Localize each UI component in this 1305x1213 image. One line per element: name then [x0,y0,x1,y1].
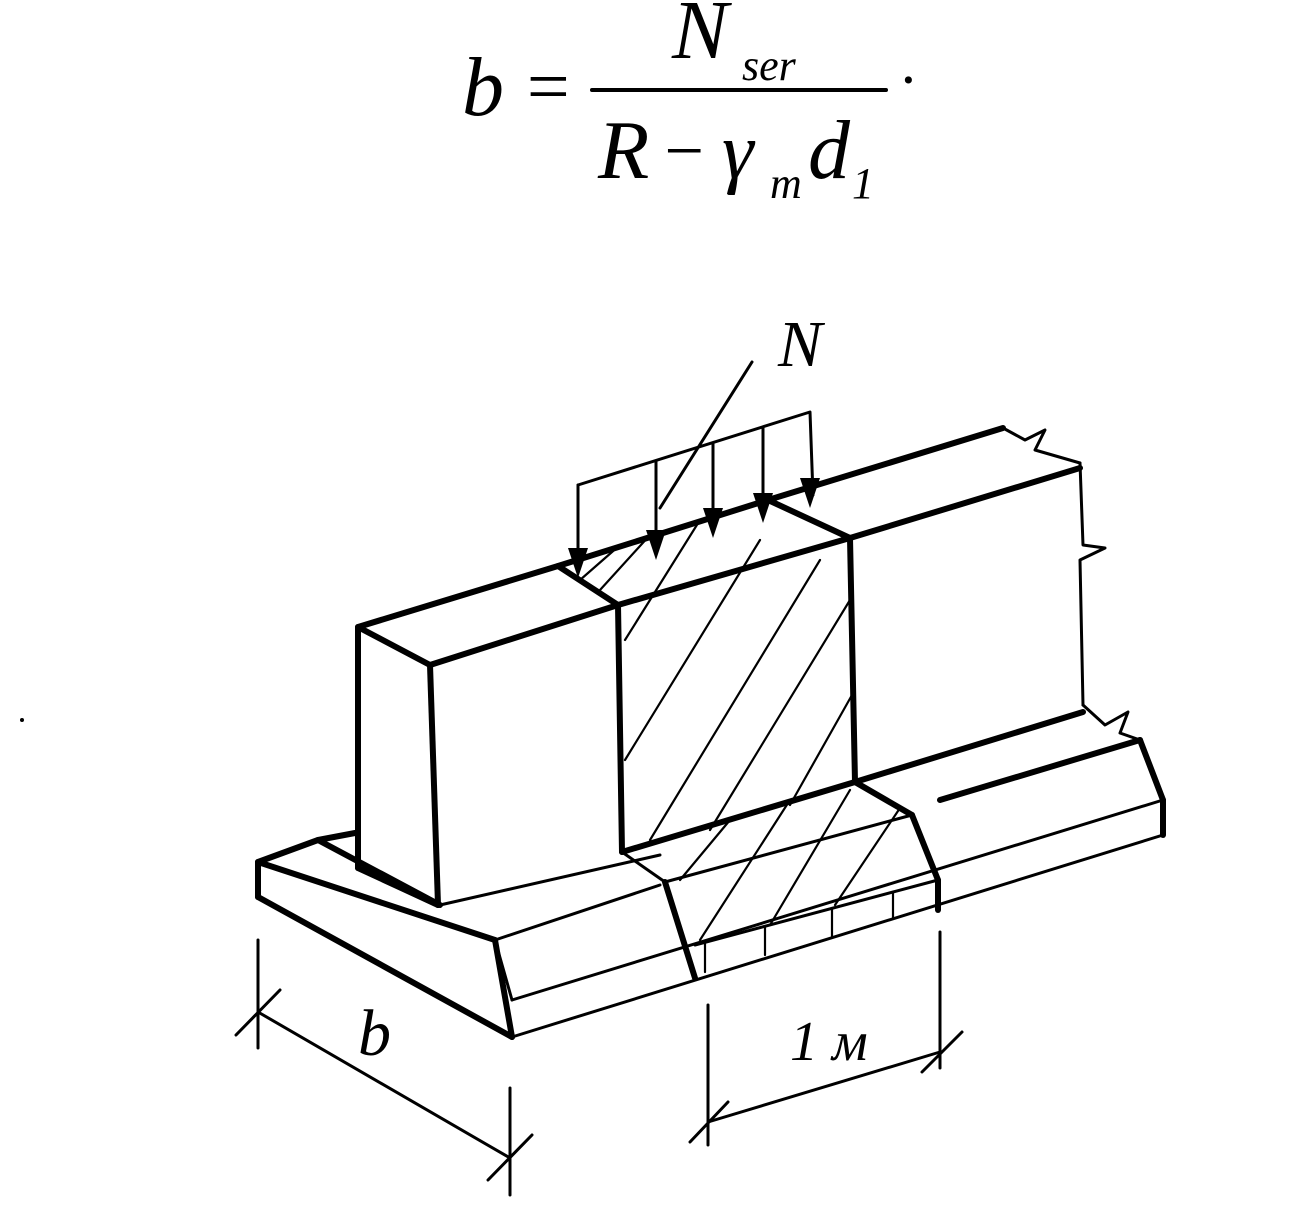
section-foot-mid [663,813,914,884]
hatch-9 [768,788,852,927]
load-leader [658,360,754,510]
formula-lhs: b [462,41,504,134]
dimension-1m: 1 м [688,930,964,1147]
dim-1m-line [706,1050,942,1124]
foundation-slab [255,737,1166,1040]
wall-left-base [355,865,441,908]
load-arrowhead-1 [568,548,588,578]
hatch-10 [833,806,902,907]
wall-right-top-back [765,425,1006,503]
dim-1m-tick-right [920,1030,964,1074]
hatch-8 [698,798,792,942]
formula-gamma: γ [722,108,756,196]
slab-left-bottom [255,894,515,1040]
formula-d-sub: 1 [852,159,874,208]
formula-equals: = [522,45,573,129]
slab-top-edge [255,830,358,865]
formula-dot: · [900,47,915,113]
load-arrowhead-3 [703,508,723,538]
slab-back-top [937,737,1143,803]
load-arrowhead-2 [646,530,666,560]
load-arrowhead-4 [753,493,773,523]
wall-right-break-top [1001,426,1082,465]
hatch-6 [708,598,852,832]
stray-dot [20,718,24,722]
wall-right-base [852,709,1086,785]
wall-right-break-bottom [1081,703,1142,742]
formula-minus: − [660,113,707,190]
section-bottom [619,779,858,855]
formula-denominator-R: R [597,104,649,197]
wall-right-break-side [1078,461,1107,707]
slab-right-bevel [1137,737,1166,803]
formula-numerator: N [671,0,732,77]
dim-b-label: b [358,997,391,1070]
dim-b-tick-right [486,1133,534,1182]
section-foot-bevel-right [909,812,941,883]
hatch-11 [678,818,732,882]
hatch-3 [623,518,702,642]
hatch-5 [648,558,822,842]
slab-front-top-edge [493,883,662,942]
slab-left-top [255,859,498,943]
formula-numerator-sub: ser [742,41,797,90]
section-foot-low [693,878,940,947]
dim-1m-tick-left [688,1100,730,1144]
formula-d: d [808,104,851,197]
dimension-b: b [234,938,534,1197]
load-label: N [777,308,826,381]
dim-b-tick-left [234,988,282,1037]
slab-front-bottom [510,833,1165,1039]
hatch-4 [623,538,762,762]
slab-bevel-edge [493,938,514,1002]
load-arrowhead-5 [800,478,820,508]
hatch-2 [598,533,652,592]
hatch-7 [788,693,854,807]
wall-right-block [765,425,1142,785]
wall-left-divider [615,602,625,855]
slab-corner [492,937,515,1040]
hatch-1 [578,543,622,582]
section-foot-left [620,850,667,884]
hatched-section [555,497,941,981]
section-right-edge [847,535,858,785]
slab-back-top-left [438,853,662,907]
section-foot-top-right [852,779,915,818]
wall-right-top-front [847,465,1083,541]
wall-left-block [355,563,625,908]
wall-left-front-right [427,662,441,908]
dim-b-line [256,1010,512,1160]
wall-left-top [355,563,621,668]
formula-gamma-sub: m [770,159,802,208]
dim-1m-label: 1 м [790,1011,868,1073]
load-diagram: N [568,308,826,578]
formula: b = N ser R − γ m d 1 · [462,0,915,208]
section-foot-bevel-left [662,879,698,981]
